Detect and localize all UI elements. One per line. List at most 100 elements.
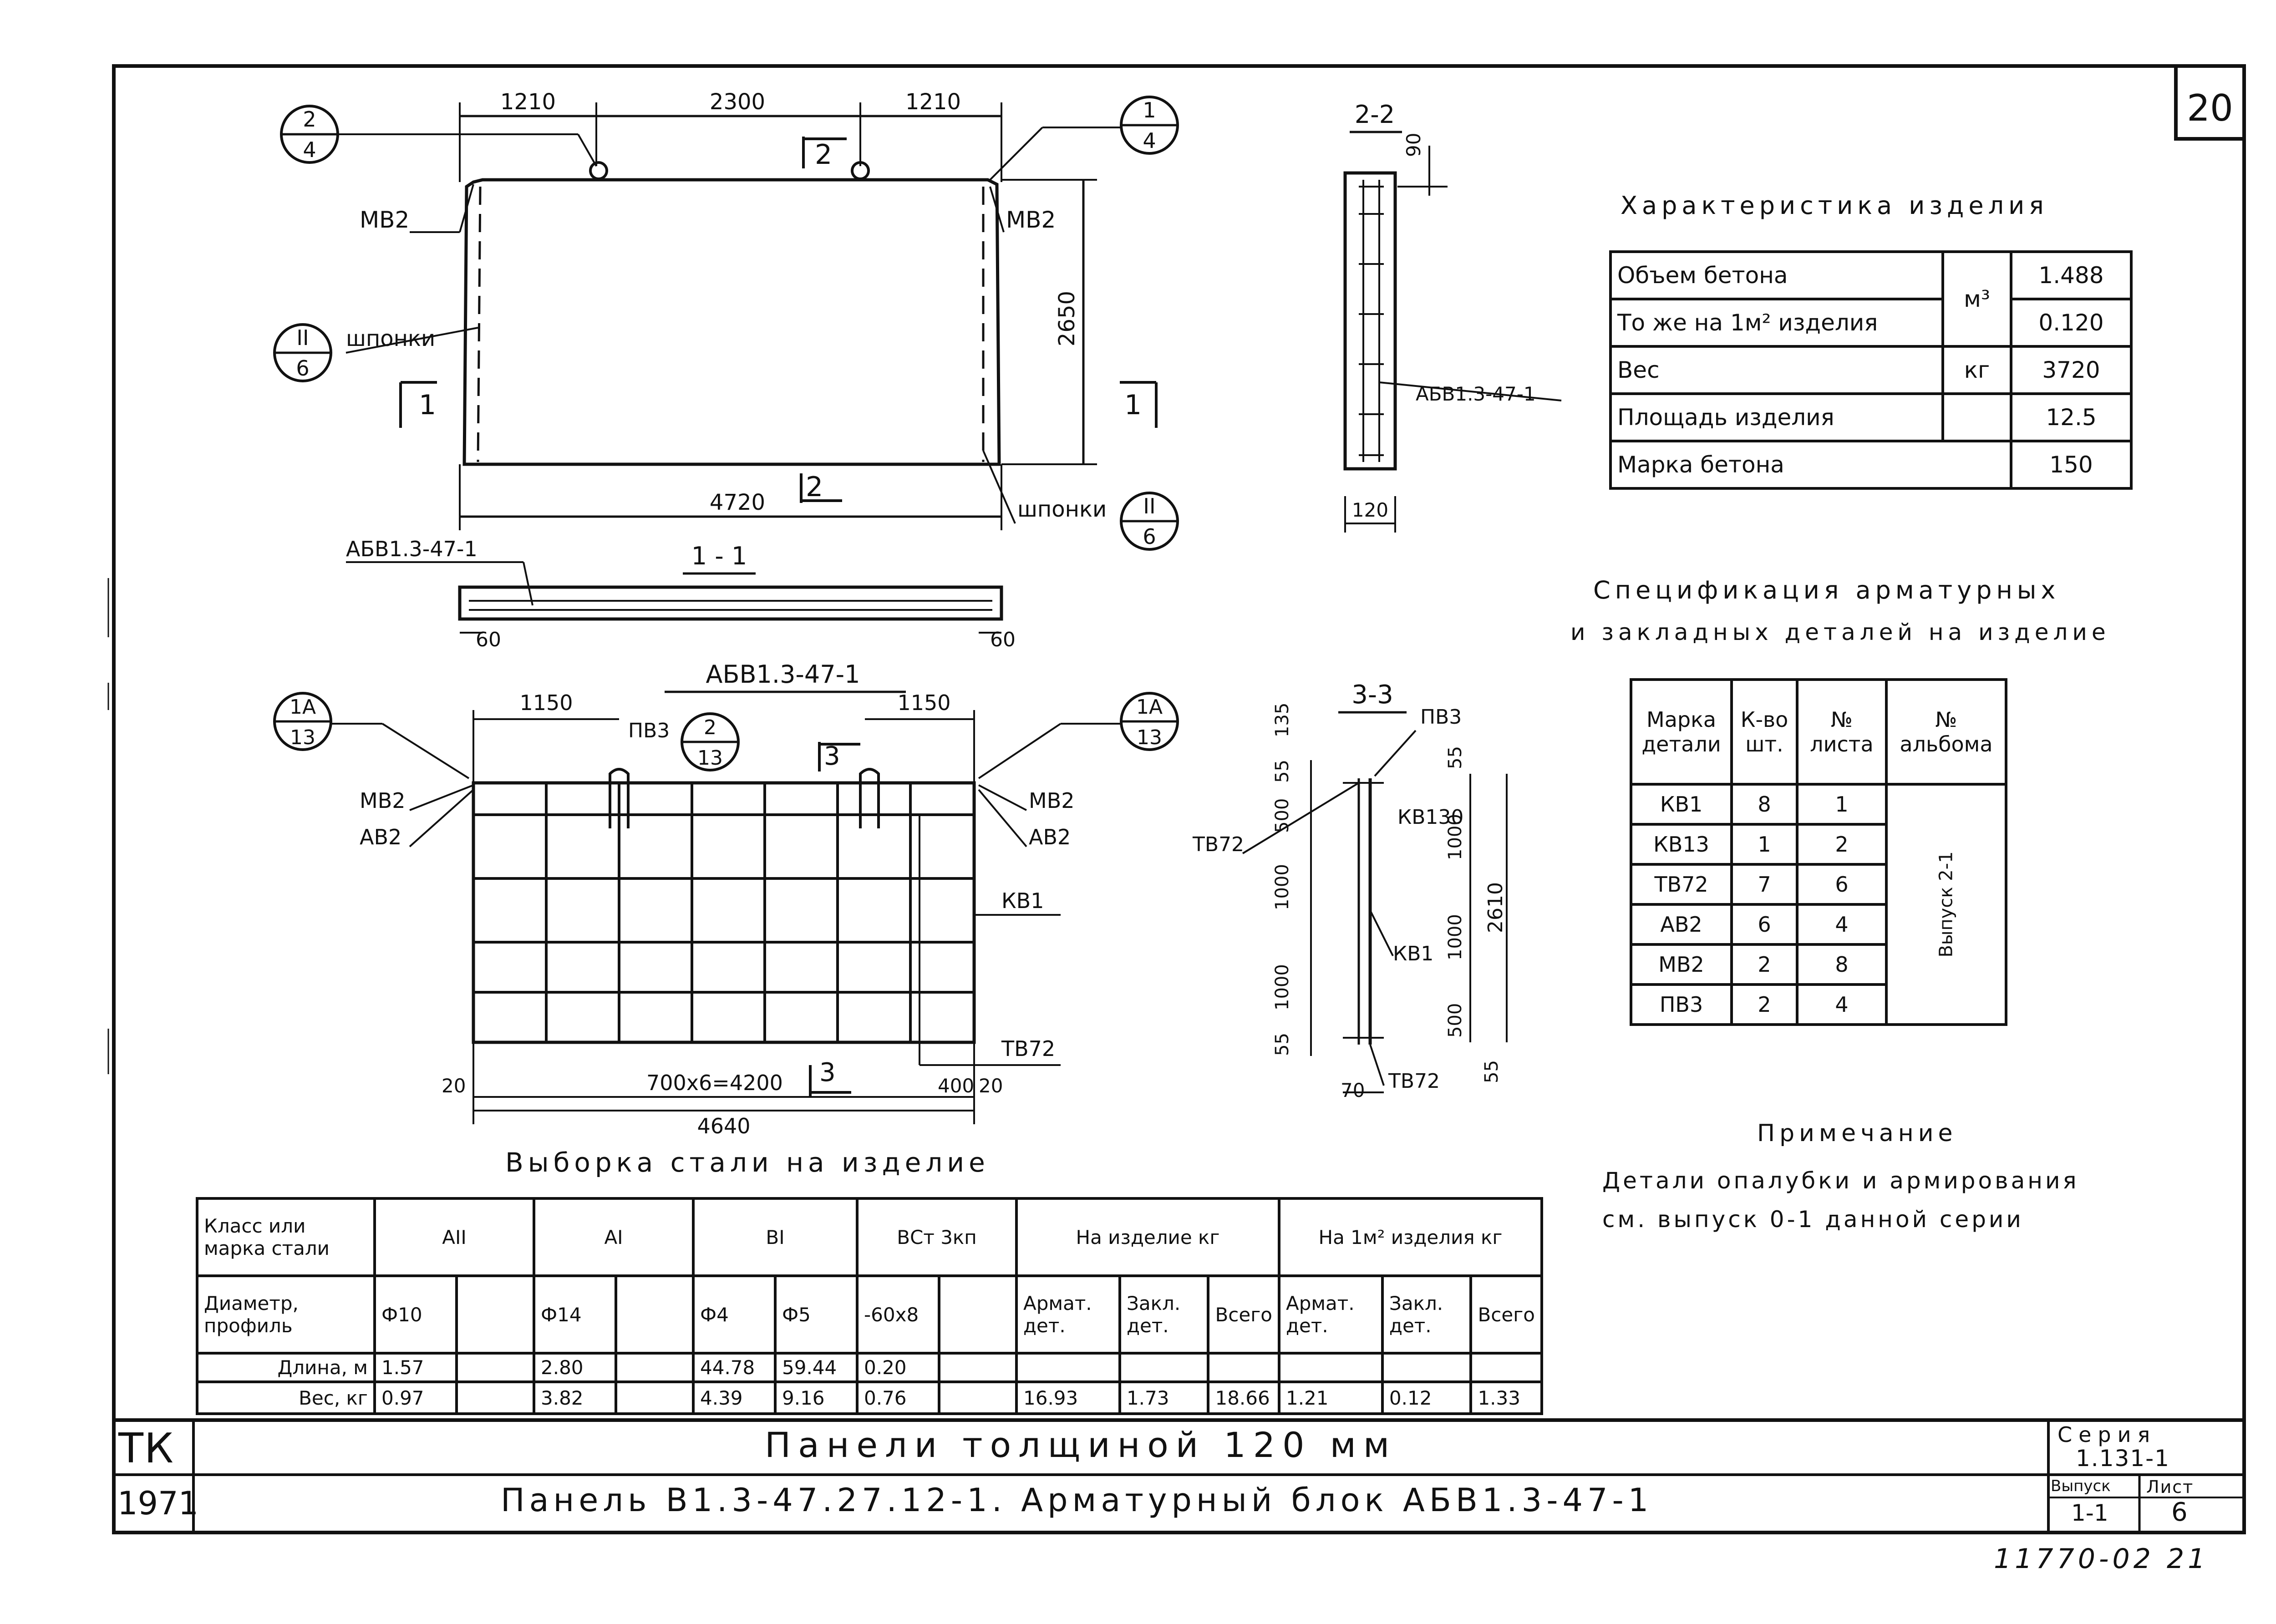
section-3-3-pv3: ПВ3 [1420,705,1462,729]
svg-text:II: II [1143,494,1155,518]
sheet-number: 20 [2187,87,2233,129]
svg-text:1: 1 [1143,98,1156,122]
spec-mark: МВ2 [1629,943,1733,986]
block-kb1-label: КВ1 [1001,888,1044,913]
dim-55: 55 [1272,760,1293,783]
steel-diameter: Ф4 [692,1274,777,1355]
spec-mark: АВ2 [1629,903,1733,946]
steel-length [615,1352,695,1383]
panel-left-edge-dashed [477,186,482,462]
leader-line [982,450,1016,524]
height-dim: 2650 [1054,291,1080,346]
spec-mark: ПВ3 [1629,983,1733,1026]
callout-2-4: 2 4 [280,105,597,167]
steel-class: ВСт 3кп [856,1197,1018,1277]
block-mb2-left: МВ2 [360,788,406,813]
specification-title-line2: и закладных деталей на изделие [1570,619,2110,645]
char-name: Площадь изделия [1609,392,1944,442]
steel-total: 16.93 [1015,1380,1121,1415]
steel-h-class: Класс или марка стали [196,1197,376,1277]
footer-handwritten-note: 11770-02 21 [1994,1543,2209,1575]
steel-diameter: Ф10 [373,1274,458,1355]
table-row: Диаметр, профиль Ф10 Ф14 Ф4 Ф5 -60х8 Арм… [196,1274,1543,1355]
svg-text:4: 4 [303,137,316,162]
table-row: Площадь изделия 12.5 [1609,392,2133,442]
steel-length [455,1352,535,1383]
char-value: 150 [2010,440,2133,490]
svg-text:13: 13 [697,746,723,770]
titleblock-issue-value: 1-1 [2071,1500,2108,1526]
steel-sub: Всего [1207,1274,1280,1355]
dim-1000: 1000 [1272,864,1293,910]
titleblock-sheet-value: 6 [2171,1497,2188,1527]
steel-sub: Закл. дет. [1118,1274,1210,1355]
steel-total: 1.33 [1469,1380,1543,1415]
mb2-label-right: МВ2 [1006,207,1056,233]
dim-500: 500 [1272,798,1293,833]
steel-class: АI [533,1197,695,1277]
block-ab2-left: АВ2 [360,825,401,849]
svg-text:13: 13 [290,726,315,749]
char-value: 12.5 [2010,392,2133,442]
specification-title-line1: Спецификация арматурных [1593,576,2060,604]
char-name: Марка бетона [1609,440,2012,490]
titleblock-tk: ТК [118,1425,174,1472]
top-dim-2300: 2300 [710,89,765,115]
table-row: ПВ3 2 4 [1629,983,2006,1026]
top-dim-1210-left: 1210 [500,89,556,115]
characteristics-title: Характеристика изделия [1621,191,2048,220]
svg-text:2: 2 [704,716,716,739]
dim-1000: 1000 [1445,814,1466,860]
steel-weight [615,1380,695,1415]
steel-total: 1.21 [1277,1380,1384,1415]
block-grid-outline [472,781,976,1044]
block-title: АБВ1.3-47-1 [706,660,860,689]
dim-55: 55 [1481,1060,1502,1083]
width-dim: 4720 [710,490,765,515]
char-name: Объем бетона [1609,250,1944,300]
steel-diameter: Ф14 [533,1274,617,1355]
section-2-top-marker: 2 [815,139,832,171]
note-line2: см. выпуск 0-1 данной серии [1602,1206,2024,1233]
steel-h-weight: Вес, кг [196,1380,376,1415]
steel-h-length: Длина, м [196,1352,376,1383]
svg-text:6: 6 [1143,524,1156,549]
svg-text:1А: 1А [290,695,316,719]
specification-table: Марка детали К-во шт. № листа № альбома … [1629,678,2008,1026]
steel-sub: Закл. дет. [1381,1274,1473,1355]
svg-text:13: 13 [1137,726,1162,749]
section-1-left-marker: 1 [419,389,436,421]
block-dim-1150-right: 1150 [897,690,950,715]
mb2-label-left: МВ2 [360,207,409,233]
section-3-3-title: 3-3 [1351,680,1393,710]
section-3-3-kb130: КВ130 [1397,806,1463,829]
block-ab2-right: АВ2 [1029,825,1071,849]
steel-h-diameter: Диаметр, профиль [196,1274,376,1355]
spec-sheet: 4 [1795,983,1888,1026]
steel-length: 0.20 [856,1352,940,1383]
steel-title: Выборка стали на изделие [505,1147,990,1178]
note-title: Примечание [1757,1120,1957,1147]
block-pv3-label: ПВ3 [628,719,670,742]
pv3-loop-left [609,768,630,828]
table-row: АВ2 6 4 [1629,903,2006,946]
section-1-1-outline [458,585,1003,621]
table-row: Вес, кг 0.97 3.82 4.39 9.16 0.76 16.93 1… [196,1380,1543,1415]
section-3-3-dim-2610: 2610 [1484,882,1507,933]
section-3-3-dim-70: 70 [1341,1079,1365,1101]
titleblock-series-label: Серия [2058,1422,2157,1447]
table-row: КВ13 1 2 [1629,823,2006,866]
block-dim-400: 400 [938,1075,974,1097]
titleblock-sheet-label: Лист [2146,1477,2194,1497]
dim-1000: 1000 [1445,914,1466,960]
sheet-number-box [2174,64,2246,141]
lifting-loop-left [589,161,608,180]
steel-class: АII [373,1197,535,1277]
steel-diameter: -60х8 [856,1274,940,1355]
spec-album-text: Выпуск 2-1 [1936,851,1957,958]
sheet-frame [112,64,2246,1534]
spec-sheet: 2 [1795,823,1888,866]
steel-diameter: Ф5 [774,1274,859,1355]
section-1-1-dim-60-left: 60 [476,628,501,651]
section-2-2-dim-120: 120 [1352,499,1388,521]
